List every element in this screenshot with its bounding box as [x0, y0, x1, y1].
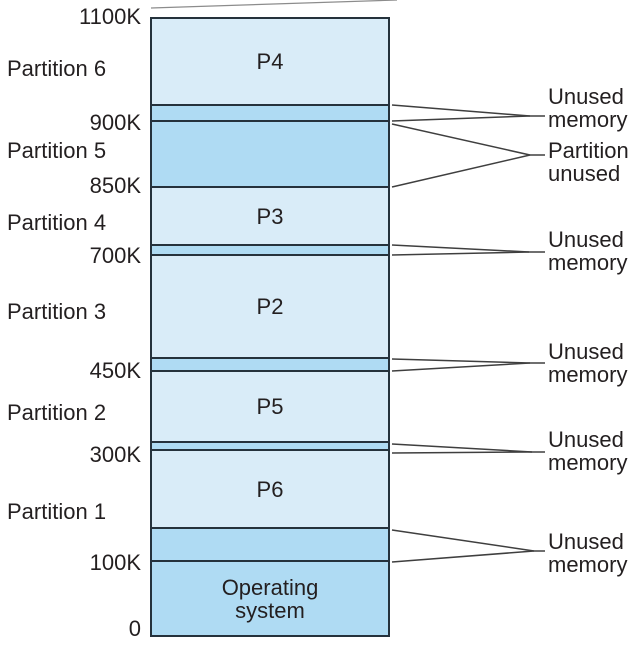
address-label: 100K	[89, 550, 141, 575]
unused-memory-450k-leader-bottom	[391, 362, 531, 372]
address-label: 700K	[89, 243, 141, 268]
block-p4-label: P4	[256, 49, 284, 74]
partition-label: Partition 6	[7, 56, 107, 81]
segment-divider	[152, 254, 388, 256]
block-p6: P6	[152, 451, 388, 527]
unused-memory-700k-leader-bottom	[391, 251, 530, 256]
block-operating-system-label: Operating system	[221, 574, 319, 623]
unused-memory-100k-label: Unused memory	[548, 529, 628, 577]
gap-unused-700k	[152, 246, 388, 254]
unused-memory-900k-leader-top	[391, 104, 531, 117]
segment-divider	[152, 560, 388, 562]
segment-divider	[152, 527, 388, 529]
block-operating-system: Operating system	[152, 562, 388, 635]
unused-memory-300k-label: Unused memory	[548, 427, 628, 475]
block-p3: P3	[152, 188, 388, 244]
unused-memory-450k-label: Unused memory	[548, 339, 628, 387]
segment-divider	[152, 186, 388, 188]
segment-divider	[152, 370, 388, 372]
partition-label: Partition 1	[7, 499, 107, 524]
segment-divider	[152, 441, 388, 443]
block-p5: P5	[152, 372, 388, 441]
block-p5-label: P5	[256, 394, 284, 419]
gap-unused-100k	[152, 529, 388, 560]
partition-unused-leader-bottom	[391, 154, 531, 188]
gap-unused-900k	[152, 106, 388, 120]
cropped-top-line	[150, 0, 398, 9]
partition-label: Partition 3	[7, 299, 107, 324]
unused-memory-700k-leader-top	[391, 244, 530, 253]
partition-label: Partition 5	[7, 138, 107, 163]
block-p2-label: P2	[256, 294, 284, 319]
address-label: 850K	[89, 173, 141, 198]
gap-unused-450k	[152, 359, 388, 370]
partition-label: Partition 2	[7, 400, 107, 425]
segment-divider	[152, 104, 388, 106]
unused-memory-700k-label: Unused memory	[548, 227, 628, 275]
unused-memory-100k-leader-top	[391, 529, 535, 552]
unused-memory-450k-leader-top	[391, 358, 531, 364]
segment-divider	[152, 449, 388, 451]
address-label: 900K	[89, 110, 141, 135]
address-label: 0	[128, 616, 141, 641]
address-label: 1100K	[79, 4, 141, 29]
block-p4: P4	[152, 19, 388, 104]
unused-memory-900k-label: Unused memory	[548, 84, 628, 132]
unused-memory-300k-leader-bottom	[391, 451, 533, 454]
block-p6-label: P6	[256, 476, 284, 502]
unused-memory-100k-leader-bottom	[391, 550, 535, 563]
block-p2: P2	[152, 256, 388, 357]
unused-memory-300k-leader-top	[391, 443, 533, 453]
segment-divider	[152, 357, 388, 359]
partition-label: Partition 4	[7, 210, 107, 235]
address-label: 450K	[89, 358, 141, 383]
partition-unused-label: Partition unused	[548, 138, 629, 186]
gap-unused-300k	[152, 443, 388, 449]
address-label: 300K	[89, 442, 141, 467]
segment-divider	[152, 120, 388, 122]
block-partition5-unused	[152, 122, 388, 186]
segment-divider	[152, 244, 388, 246]
unused-memory-900k-leader-bottom	[391, 115, 531, 122]
partition-unused-leader-top	[391, 123, 531, 156]
block-p3-label: P3	[256, 203, 284, 229]
